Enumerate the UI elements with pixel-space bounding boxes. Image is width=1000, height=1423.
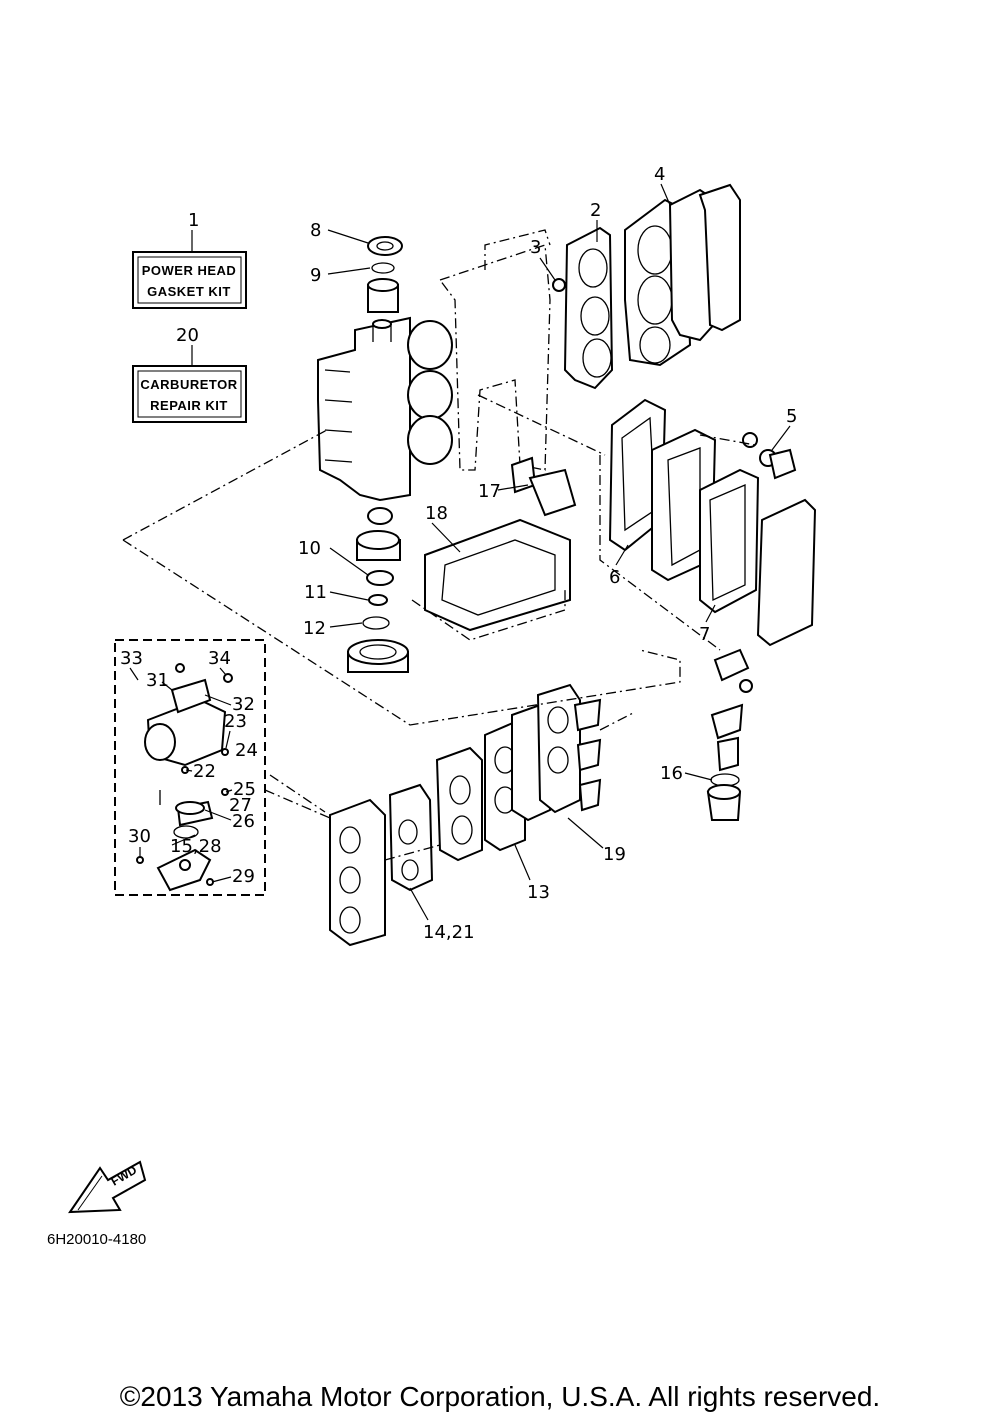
callout: 19 <box>603 844 626 865</box>
assembly-lines <box>122 394 756 861</box>
callout: 5 <box>786 406 797 427</box>
callout: 26 <box>232 811 255 832</box>
callout: 34 <box>208 648 231 669</box>
callout: 25 <box>233 779 256 800</box>
thermostat-drawing <box>706 648 753 821</box>
callout: 24 <box>235 740 258 761</box>
intake-manifold-drawing <box>329 683 602 947</box>
callout: 3 <box>530 237 541 258</box>
base-gasket-drawing <box>411 456 577 641</box>
callout: 17 <box>478 481 501 502</box>
diagram-code: 6H20010-4180 <box>47 1231 146 1248</box>
kit-line-1: POWER HEAD <box>142 263 237 278</box>
exhaust-cover-drawing <box>608 398 817 647</box>
power-head-gasket-kit-label: 1 POWER HEAD GASKET KIT <box>132 210 247 309</box>
callout: 22 <box>193 761 216 782</box>
callout: 4 <box>654 164 665 185</box>
callout: 29 <box>232 866 255 887</box>
kit-line-2: GASKET KIT <box>147 284 231 299</box>
callout: 30 <box>128 826 151 847</box>
callout: 15,28 <box>170 836 222 857</box>
callout: 32 <box>232 694 255 715</box>
callout: 7 <box>699 624 710 645</box>
kit-line-1: CARBURETOR <box>140 377 237 392</box>
callout: 2 <box>590 200 601 221</box>
callout: 16 <box>660 763 683 784</box>
callout: 33 <box>120 648 143 669</box>
callout: 8 <box>310 220 321 241</box>
callout: 23 <box>224 711 247 732</box>
kit-number-20: 20 <box>176 325 199 346</box>
powerhead-block-drawing <box>317 229 551 673</box>
carburetor-parts-drawing <box>114 639 266 896</box>
kit-line-2: REPAIR KIT <box>150 398 228 413</box>
copyright-notice: ©2013 Yamaha Motor Corporation, U.S.A. A… <box>120 1381 880 1412</box>
head-gasket-and-cover-drawing <box>552 183 741 390</box>
carburetor-repair-kit-label: 20 CARBURETOR REPAIR KIT <box>132 325 247 423</box>
callout-labels: 2 3 4 5 6 7 8 9 10 11 12 13 14,21 15,28 … <box>120 164 797 943</box>
callout: 9 <box>310 265 321 286</box>
fwd-arrow-icon: FWD <box>68 1160 147 1214</box>
callout: 11 <box>304 582 327 603</box>
callout: 6 <box>609 567 620 588</box>
callout: 18 <box>425 503 448 524</box>
callout: 31 <box>146 670 169 691</box>
callout: 14,21 <box>423 922 475 943</box>
callout: 13 <box>527 882 550 903</box>
callout: 12 <box>303 618 326 639</box>
callout: 27 <box>229 795 252 816</box>
callout: 10 <box>298 538 321 559</box>
kit-number-1: 1 <box>188 210 199 231</box>
